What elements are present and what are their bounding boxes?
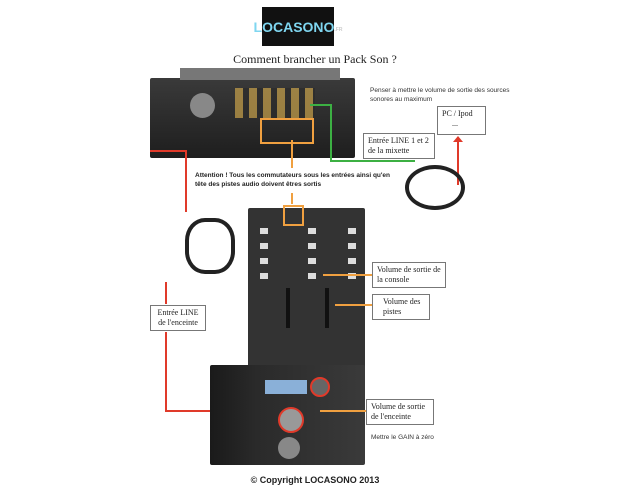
pc-label: PC / Ipod <box>442 109 473 118</box>
mixer-top-image <box>248 208 365 375</box>
mixer-switch-highlight <box>283 205 304 226</box>
mixer-back-panel-image <box>150 68 355 158</box>
rca-cable-image <box>405 165 465 210</box>
gain-note: Mettre le GAIN à zéro <box>371 434 434 441</box>
pc-ipod-box: PC / Ipod ... <box>437 106 486 135</box>
page-title: Comment brancher un Pack Son ? <box>233 52 397 66</box>
attention-note: Attention ! Tous les commutateurs sous l… <box>195 172 391 188</box>
logo-text: LOCASONO <box>253 18 335 35</box>
sources-volume-note: Penser à mettre le volume de sortie des … <box>370 87 510 103</box>
console-out-label: Volume de sortie de la console <box>372 262 446 288</box>
line-in-mixer-label: Entrée LINE 1 et 2 de la mixette <box>363 133 435 159</box>
pc-more-label: ... <box>452 119 458 128</box>
line-in-speaker-label: Entrée LINE de l'enceinte <box>150 305 206 331</box>
speaker-back-panel-image <box>210 365 365 465</box>
copyright: © Copyright LOCASONO 2013 <box>250 475 380 485</box>
switch-highlight <box>260 118 314 144</box>
tracks-volume-label: Volume des pistes <box>372 294 430 320</box>
logo: LOCASONO.FR <box>254 7 342 46</box>
speaker-out-label: Volume de sortie de l'enceinte <box>366 399 434 425</box>
logo-suffix: .FR <box>334 26 343 33</box>
xlr-cable-image <box>185 218 235 274</box>
